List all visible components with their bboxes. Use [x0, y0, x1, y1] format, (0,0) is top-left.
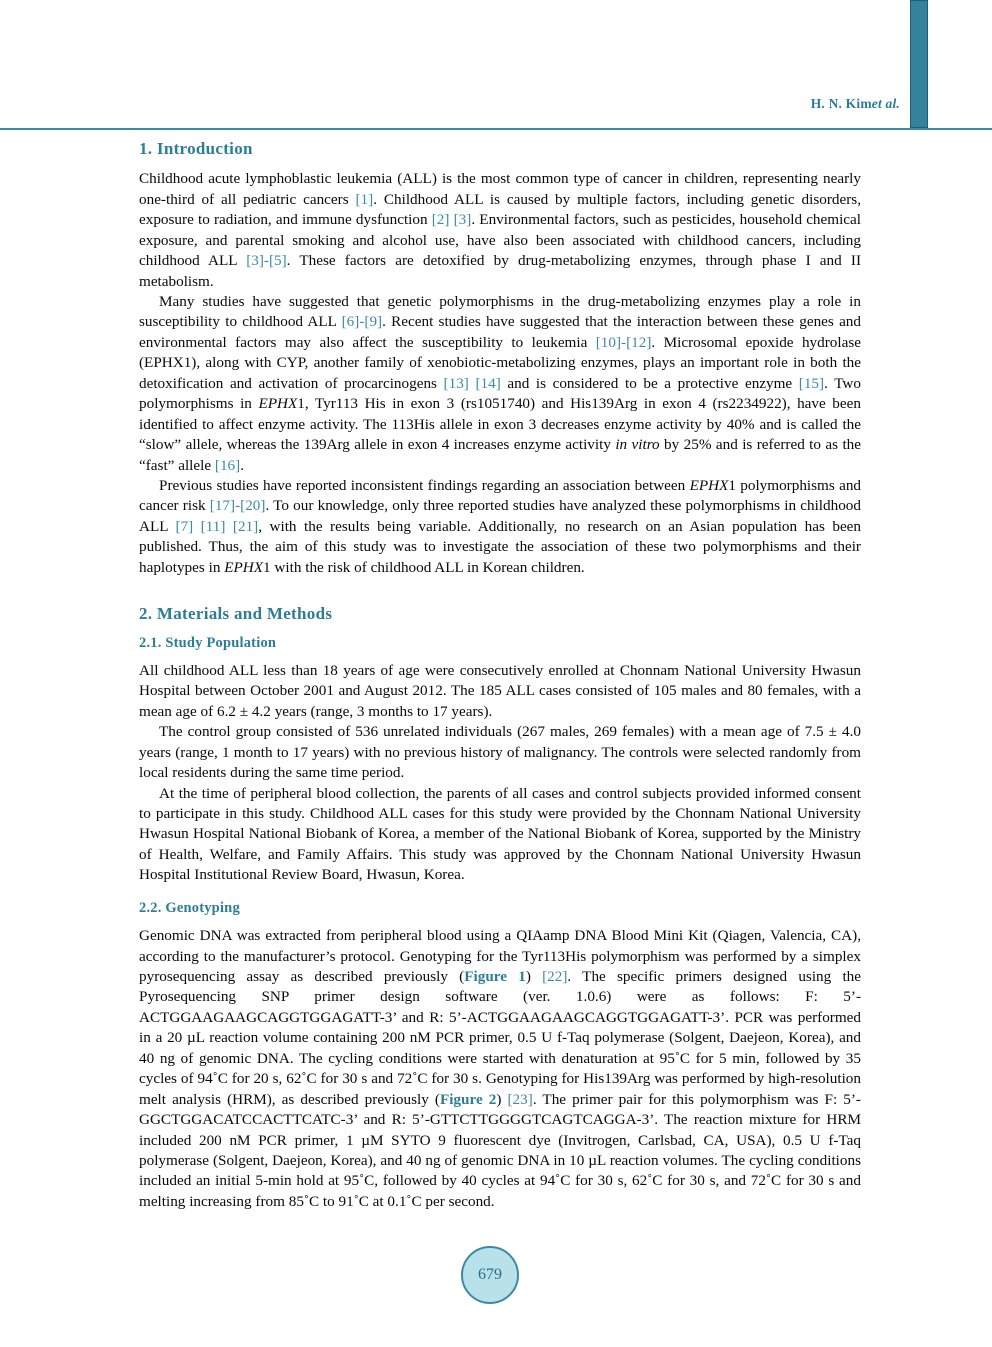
text-run: 1, Tyr113 His in exon 3 (rs1051740) and … [139, 395, 861, 454]
citation-ref[interactable]: [6]-[9] [341, 313, 383, 331]
citation-ref[interactable]: [22] [542, 968, 568, 985]
citation-ref[interactable]: [7] [175, 517, 194, 535]
text-run: Childhood acute lymphoblastic leukemia (… [139, 170, 861, 208]
text-run: and is considered to be a protective enz… [500, 374, 799, 392]
running-head-author: H. N. Kimet al. [811, 96, 900, 112]
figure-ref[interactable]: Figure 1 [464, 968, 526, 985]
citation-ref[interactable]: [14] [475, 374, 501, 392]
citation-ref[interactable]: [17]-[20] [209, 497, 266, 515]
text-run: 1 with the risk of childhood ALL in Kore… [263, 558, 585, 576]
citation-ref[interactable]: [15] [798, 374, 825, 392]
header-divider-rule [0, 128, 992, 130]
text-run [225, 518, 233, 535]
gene-name-italic: EPHX [224, 558, 264, 576]
paragraph-intro-2: Many studies have suggested that genetic… [139, 292, 861, 476]
text-run: ) [525, 968, 543, 985]
page-number-badge: 679 [461, 1246, 519, 1304]
paragraph-study-population-3: At the time of peripheral blood collecti… [139, 784, 861, 884]
heading-materials-and-methods: 2. Materials and Methods [139, 604, 333, 624]
page-number-text: 679 [478, 1266, 502, 1283]
text-run: . To our knowledge, only three reported … [139, 497, 861, 535]
running-head-etal: et al. [871, 96, 900, 111]
latin-phrase-italic: in vitro [615, 436, 660, 454]
citation-ref[interactable]: [16] [214, 456, 241, 474]
figure-ref[interactable]: Figure 2 [439, 1090, 497, 1108]
text-run: . These factors are detoxified by drug-m… [139, 252, 861, 290]
text-run: ) [496, 1090, 508, 1108]
text-run: 1 polymorphisms and cancer risk [139, 476, 862, 515]
text-run: Previous studies have reported inconsist… [159, 476, 690, 494]
paragraph-intro-1: Childhood acute lymphoblastic leukemia (… [139, 169, 861, 292]
text-run [193, 518, 201, 535]
text-run: . Environmental factors, such as pestici… [139, 211, 862, 270]
gene-name-italic: EPHX [258, 395, 298, 413]
citation-ref[interactable]: [3] [453, 211, 472, 229]
page-header: H. N. Kimet al. [0, 0, 992, 132]
text-run: . Microsomal epoxide hydrolase (EPHX1), … [139, 333, 861, 392]
text-run: , with the results being variable. Addit… [139, 517, 862, 576]
citation-ref[interactable]: [11] [200, 517, 226, 535]
paragraph-genotyping-1: Genomic DNA was extracted from periphera… [139, 926, 861, 1212]
text-run: . The primer pair for this polymorphism … [139, 1090, 861, 1210]
paragraph-study-population-1: All childhood ALL less than 18 years of … [139, 661, 861, 720]
header-accent-tab [910, 0, 928, 128]
text-run: Many studies have suggested that genetic… [139, 293, 861, 331]
citation-ref[interactable]: [13] [443, 374, 469, 392]
text-run: by 25% and is referred to as the “fast” … [139, 436, 861, 474]
citation-ref[interactable]: [10]-[12] [595, 333, 652, 351]
running-head-author-name: H. N. Kim [810, 96, 872, 111]
heading-introduction: 1. Introduction [139, 139, 253, 158]
citation-ref[interactable]: [3]-[5] [246, 252, 287, 270]
text-run: . The specific primers designed using th… [139, 968, 862, 1108]
text-run: Genomic DNA was extracted from periphera… [139, 927, 861, 985]
heading-genotyping: 2.2. Genotyping [139, 899, 240, 916]
gene-name-italic: EPHX [689, 476, 729, 494]
text-run: . Recent studies have suggested that the… [139, 313, 861, 351]
paragraph-study-population-2: The control group consisted of 536 unrel… [139, 723, 861, 782]
page-content: 1. Introduction Childhood acute lymphobl… [139, 139, 861, 1212]
text-run: . [240, 456, 244, 474]
citation-ref[interactable]: [21] [232, 517, 259, 535]
text-run: . Childhood ALL is caused by multiple fa… [139, 190, 862, 229]
citation-ref[interactable]: [2] [431, 211, 450, 229]
citation-ref[interactable]: [23] [507, 1090, 533, 1108]
citation-ref[interactable]: [1] [355, 190, 374, 208]
heading-study-population: 2.1. Study Population [139, 634, 277, 651]
paragraph-intro-3: Previous studies have reported inconsist… [139, 476, 861, 578]
text-run: . Two polymorphisms in [139, 374, 861, 413]
